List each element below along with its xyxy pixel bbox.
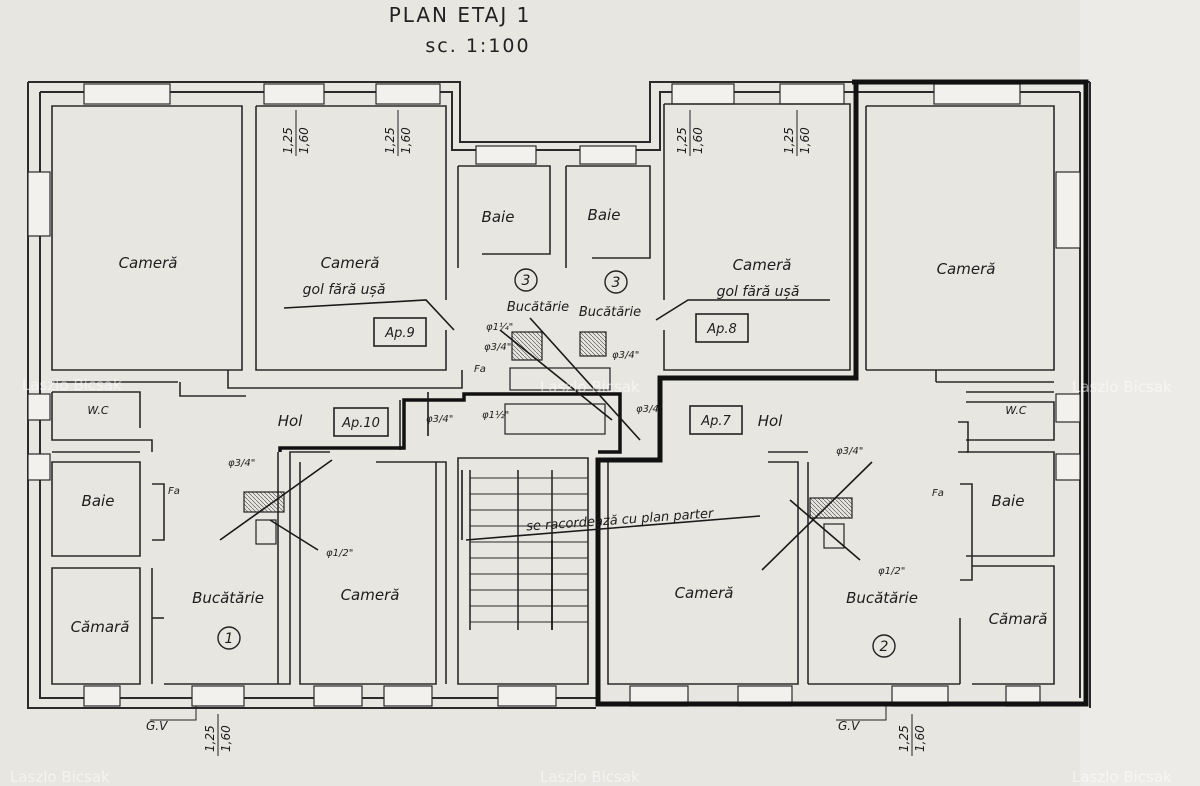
room-label-hol: Hol [278,412,303,430]
room-label-bucatarie: Bucătărie [579,305,641,320]
room-label-baie: Baie [82,492,115,510]
apartment-label-9: Ap.9 [384,326,415,341]
room-label-bucatarie: Bucătărie [507,300,569,315]
watermark: Laszlo Bicsak [540,378,640,396]
room-label-wc: W.C [87,404,108,417]
room-label-camara: Cămară [71,618,130,636]
pipe-diameter: φ1/2" [878,566,905,577]
watermark: Laszlo Bicsak [22,376,122,394]
dim-label: 1,60 [219,725,233,752]
pipe-diameter: φ3/4" [426,414,453,425]
pipe-diameter: φ3/4" [836,446,863,457]
dim-label: 1,25 [675,127,689,154]
pipe-diameter: φ1¼" [486,321,513,333]
pipe-diameter: φ3/4" [612,350,639,361]
watermark: Laszlo Bicsak [540,768,640,786]
dim-label: 1,25 [897,725,911,752]
apartment-label-10: Ap.10 [341,416,380,431]
room-label-hol: Hol [758,412,783,430]
apartment-type-number: 1 [225,631,234,647]
apartment-10-boundary [278,392,622,454]
gas-marker: Fa [474,364,486,375]
apartment-type-number: 3 [612,275,621,291]
dim-label: 1,25 [203,725,217,752]
note-gv: G.V [146,719,168,733]
apartment-type-markers [217,268,896,658]
pipe-diameter: φ3/4" [228,458,255,469]
apartment-label-7: Ap.7 [700,414,731,429]
dim-label: 1,60 [691,127,705,154]
dim-label: 1,60 [297,127,311,154]
dim-label: 1,60 [798,127,812,154]
watermark: Laszlo Bicsak [1072,768,1172,786]
room-label-camera: Cameră [675,584,734,602]
note-open-doorway: gol fără ușă [303,282,386,298]
note-open-doorway: gol fără ușă [717,284,800,300]
apartment-7-boundary [595,79,1089,707]
windows [27,83,1081,707]
pipe-diameter: φ3/4" [636,404,663,415]
apartment-type-number: 2 [880,639,889,655]
dim-label: 1,25 [383,127,397,154]
dim-label: 1,25 [281,127,295,154]
interior-walls [51,103,1055,685]
room-label-camera: Cameră [119,254,178,272]
room-label-baie: Baie [992,492,1025,510]
watermark: Laszlo Bicsak [1072,378,1172,396]
room-label-baie: Baie [482,208,515,226]
plan-scale: sc. 1:100 [425,35,530,57]
apartment-type-number: 3 [522,273,531,289]
pipe-diameter: φ3/4" [484,342,511,353]
pipe-lines [219,299,873,630]
window-dimensions [150,110,913,756]
room-label-camera: Cameră [733,256,792,274]
room-label-camera: Cameră [341,586,400,604]
watermark: Laszlo Bicsak [10,768,110,786]
gas-marker: Fa [168,486,180,497]
room-label-camera: Cameră [321,254,380,272]
room-label-camera: Cameră [937,260,996,278]
pipe-diameter: φ1/2" [326,548,353,559]
room-label-wc: W.C [1005,404,1026,417]
apartment-labels [333,313,749,437]
dim-label: 1,25 [782,127,796,154]
room-label-camara: Cămară [989,610,1048,628]
note-gv: G.V [838,719,860,733]
dim-label: 1,60 [913,725,927,752]
room-label-bucatarie: Bucătărie [192,589,264,607]
pipe-diameter: φ1½" [482,409,509,421]
plan-title: PLAN ETAJ 1 [389,3,532,27]
room-label-bucatarie: Bucătărie [846,589,918,607]
dim-label: 1,60 [399,127,413,154]
apartment-label-8: Ap.8 [706,322,737,337]
room-label-baie: Baie [588,206,621,224]
gas-marker: Fa [932,488,944,499]
